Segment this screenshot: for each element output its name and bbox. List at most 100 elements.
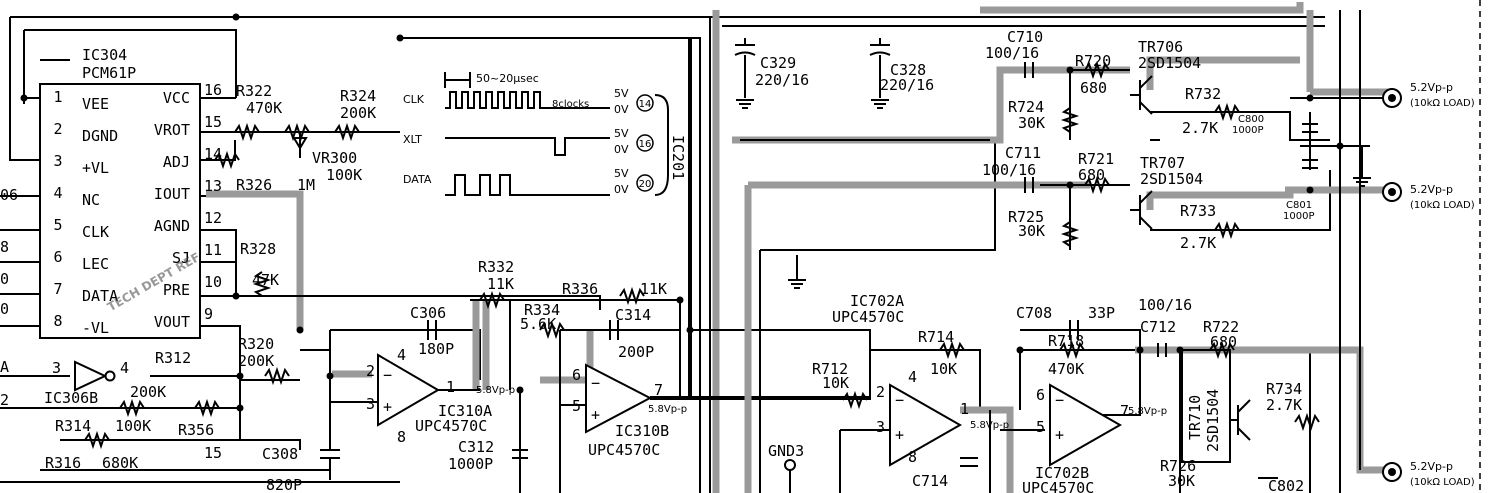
ic304-pin-name: DGND <box>82 127 118 145</box>
svg-text:470K: 470K <box>246 99 282 117</box>
svg-text:2.7K: 2.7K <box>1182 119 1218 137</box>
svg-text:R332: R332 <box>478 258 514 276</box>
svg-text:100K: 100K <box>326 166 362 184</box>
svg-text:100/16: 100/16 <box>982 161 1036 179</box>
svg-text:VR300: VR300 <box>312 149 357 167</box>
svg-text:(10kΩ LOAD): (10kΩ LOAD) <box>1410 477 1475 488</box>
svg-text:3: 3 <box>876 418 885 436</box>
svg-text:10K: 10K <box>930 360 957 378</box>
svg-text:R722: R722 <box>1203 318 1239 336</box>
svg-text:680: 680 <box>1078 166 1105 184</box>
svg-text:6: 6 <box>1036 386 1045 404</box>
svg-text:R322: R322 <box>236 82 272 100</box>
svg-text:R324: R324 <box>340 87 376 105</box>
svg-text:R312: R312 <box>155 349 191 367</box>
svg-text:1000P: 1000P <box>1283 211 1314 222</box>
svg-text:UPC4570C: UPC4570C <box>415 417 487 435</box>
svg-text:5: 5 <box>572 397 581 415</box>
svg-text:UPC4570C: UPC4570C <box>1022 479 1094 493</box>
ic304-pin-name: NC <box>82 191 100 209</box>
timing-pin-number: 14 <box>639 99 652 110</box>
timing-low-level: 0V <box>614 183 629 196</box>
svg-text:−: − <box>1055 391 1064 409</box>
capacitor-symbols <box>320 38 1318 480</box>
ic304-pin-number: 8 <box>53 312 62 330</box>
svg-text:C308: C308 <box>262 445 298 463</box>
svg-text:2SD1504: 2SD1504 <box>1204 389 1222 452</box>
svg-text:TR706: TR706 <box>1138 38 1183 56</box>
svg-text:TR710: TR710 <box>1186 395 1204 440</box>
svg-text:1: 1 <box>446 378 455 396</box>
output-jacks[interactable] <box>1382 88 1402 482</box>
svg-text:IC304: IC304 <box>82 46 127 64</box>
svg-text:200K: 200K <box>238 352 274 370</box>
timing-note: 8clocks <box>552 99 589 110</box>
ic304-pin-name: ADJ <box>163 153 190 171</box>
svg-text:10K: 10K <box>822 374 849 392</box>
svg-text:5.8Vp-p: 5.8Vp-p <box>1128 406 1167 417</box>
svg-text:+: + <box>1055 426 1064 444</box>
svg-text:47K: 47K <box>252 271 279 289</box>
svg-text:R726: R726 <box>1160 457 1196 475</box>
svg-text:TR707: TR707 <box>1140 154 1185 172</box>
svg-text:C800: C800 <box>1238 114 1264 125</box>
svg-text:2: 2 <box>366 362 375 380</box>
svg-text:200K: 200K <box>340 104 376 122</box>
svg-text:+: + <box>895 426 904 444</box>
svg-text:UPC4570C: UPC4570C <box>588 441 660 459</box>
svg-text:R712: R712 <box>812 360 848 378</box>
svg-text:30K: 30K <box>1168 472 1195 490</box>
svg-text:IC702B: IC702B <box>1035 464 1089 482</box>
svg-text:C801: C801 <box>1286 200 1312 211</box>
svg-text:C712: C712 <box>1140 318 1176 336</box>
svg-text:8: 8 <box>908 448 917 466</box>
edge-label: 0 <box>0 270 9 288</box>
svg-text:2SD1504: 2SD1504 <box>1140 170 1203 188</box>
timing-high-level: 5V <box>614 127 629 140</box>
svg-text:R316: R316 <box>45 454 81 472</box>
ic304-pin-name: +VL <box>82 159 109 177</box>
svg-text:2.7K: 2.7K <box>1266 396 1302 414</box>
timing-signal-name: XLT <box>403 133 422 146</box>
ground-symbols <box>735 99 1372 289</box>
svg-text:200P: 200P <box>618 343 654 361</box>
svg-text:200K: 200K <box>130 383 166 401</box>
svg-text:220/16: 220/16 <box>880 76 934 94</box>
ic304-pin-number: 11 <box>204 241 222 259</box>
svg-text:33P: 33P <box>1088 304 1115 322</box>
svg-text:C802: C802 <box>1268 477 1304 493</box>
svg-text:5.8Vp-p: 5.8Vp-p <box>970 420 1009 431</box>
ic304-pin-name: -VL <box>82 319 109 337</box>
svg-text:2: 2 <box>876 383 885 401</box>
component-labels: R322 470K R324 200K VR300 100K R326 1M R… <box>44 28 1314 493</box>
ic304-pin-number: 16 <box>204 81 222 99</box>
svg-text:4: 4 <box>397 346 406 364</box>
svg-text:7: 7 <box>1120 402 1129 420</box>
timing-pin-number: 16 <box>639 139 652 150</box>
svg-text:R725: R725 <box>1008 208 1044 226</box>
gnd3-terminal[interactable] <box>784 459 796 471</box>
ic304-pin-number: 4 <box>53 184 62 202</box>
ic304-pin-name: AGND <box>154 217 190 235</box>
svg-text:C306: C306 <box>410 304 446 322</box>
svg-text:1: 1 <box>960 400 969 418</box>
ic304-pin-name: PRE <box>163 281 190 299</box>
ic304-pin-number: 15 <box>204 113 222 131</box>
svg-text:5.8Vp-p: 5.8Vp-p <box>648 404 687 415</box>
ic304-pin-name: VCC <box>163 89 190 107</box>
edge-label: 2 <box>0 391 9 409</box>
svg-text:50~20μsec: 50~20μsec <box>476 72 539 85</box>
svg-text:2SD1504: 2SD1504 <box>1138 54 1201 72</box>
timing-pin-number: 20 <box>639 179 652 190</box>
svg-text:−: − <box>895 391 904 409</box>
svg-text:C329: C329 <box>760 54 796 72</box>
ic304-pin-number: 2 <box>53 120 62 138</box>
ic304-pin-number: 10 <box>204 273 222 291</box>
edge-label: 06 <box>0 186 18 204</box>
timing-signal-name: DATA <box>403 173 432 186</box>
svg-text:5: 5 <box>1036 418 1045 436</box>
svg-text:5.8Vp-p: 5.8Vp-p <box>476 385 515 396</box>
